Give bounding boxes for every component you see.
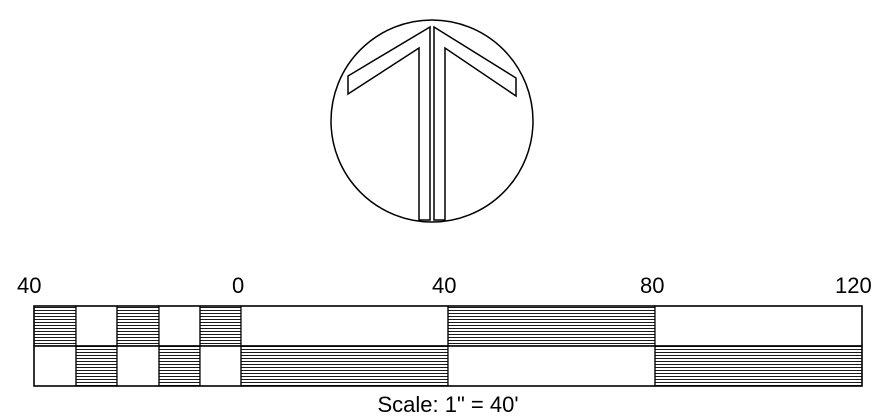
scale-cell-hatched [75, 345, 118, 387]
scale-cell-hatched [654, 345, 863, 387]
scale-cell-hatched [240, 345, 449, 387]
scale-cell-hatched [447, 305, 656, 347]
scale-cell-hatched [116, 305, 160, 347]
north-arrow-left-half [347, 25, 431, 221]
scale-tick-label: 120 [835, 273, 872, 298]
scale-cell-hatched [33, 305, 77, 347]
scale-tick-label: 80 [640, 273, 664, 298]
scale-tick-label: 40 [432, 273, 456, 298]
scale-cell-empty [33, 345, 77, 387]
scale-cell-empty [116, 345, 160, 387]
scale-caption: Scale: 1" = 40' [377, 392, 518, 417]
scale-cell-hatched [199, 305, 242, 347]
scale-cell-empty [240, 305, 449, 347]
scale-tick-label: 40 [17, 273, 41, 298]
north-arrow-circle [330, 19, 534, 223]
scale-cell-empty [158, 305, 201, 347]
scale-bar: 40 0 40 80 120 Scale: 1" = 40' [17, 273, 872, 417]
scale-cell-empty [654, 305, 863, 347]
scale-cell-hatched [158, 345, 201, 387]
scale-bar-cells [33, 305, 863, 387]
scale-cell-empty [75, 305, 118, 347]
north-arrow-icon [330, 19, 534, 223]
scale-tick-label: 0 [232, 273, 244, 298]
scale-cell-empty [447, 345, 656, 387]
scale-cell-empty [199, 345, 242, 387]
north-arrow-right-half [433, 25, 517, 221]
